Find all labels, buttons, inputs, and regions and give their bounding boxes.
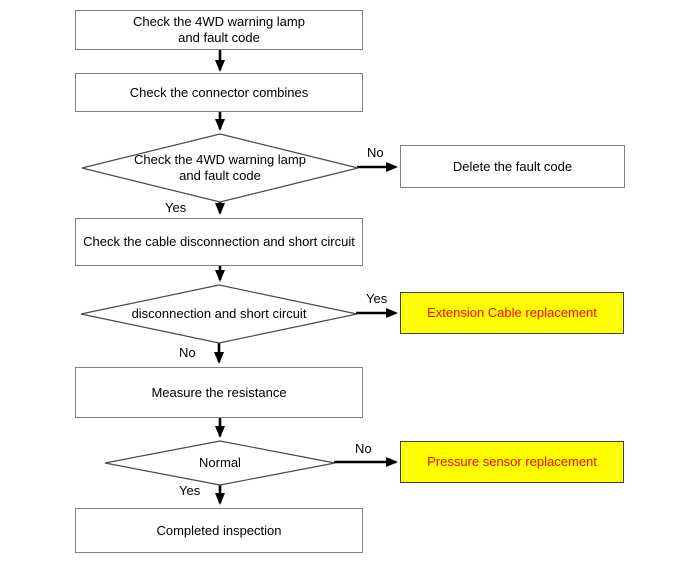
step-check-cable-box: Check the cable disconnection and short … [75,218,363,266]
edge-label-lamp-no: No [367,145,384,160]
edge-label-disconnection-no: No [179,345,196,360]
step-pressure-sensor-label: Pressure sensor replacement [427,454,597,469]
step-check-connector-box: Check the connector combines [75,73,363,112]
lamp-decision-label: Check the 4WD warning lamp and fault cod… [100,152,340,184]
normal-decision-label: Normal [199,455,241,470]
lamp-decision-line1: Check the 4WD warning lamp [134,152,306,167]
step-check-cable-label: Check the cable disconnection and short … [83,234,355,249]
step-check-lamp-line1: Check the 4WD warning lamp [133,14,305,29]
normal-decision-diamond [104,440,336,486]
edge-label-normal-yes: Yes [179,483,201,498]
lamp-decision-line2: and fault code [179,168,261,183]
step-completed-inspection-box: Completed inspection [75,508,363,553]
step-check-lamp-box: Check the 4WD warning lamp and fault cod… [75,10,363,50]
step-measure-resistance-box: Measure the resistance [75,367,363,418]
edge-label-lamp-yes: Yes [165,200,187,215]
step-check-lamp-line2: and fault code [178,30,260,45]
lamp-decision-diamond [81,133,359,203]
step-extension-cable-box: Extension Cable replacement [400,292,624,334]
disconnection-decision-diamond [80,284,358,344]
step-measure-resistance-label: Measure the resistance [151,384,287,400]
edge-label-normal-no: No [355,441,372,456]
step-check-connector-label: Check the connector combines [129,84,309,100]
step-pressure-sensor-box: Pressure sensor replacement [400,441,624,483]
step-completed-inspection-label: Completed inspection [156,522,282,538]
step-extension-cable-label: Extension Cable replacement [427,305,597,320]
edge-label-disconnection-yes: Yes [366,291,388,306]
step-delete-fault-code-label: Delete the fault code [452,158,573,174]
step-delete-fault-code-box: Delete the fault code [400,145,625,188]
disconnection-decision-label: disconnection and short circuit [131,306,307,321]
